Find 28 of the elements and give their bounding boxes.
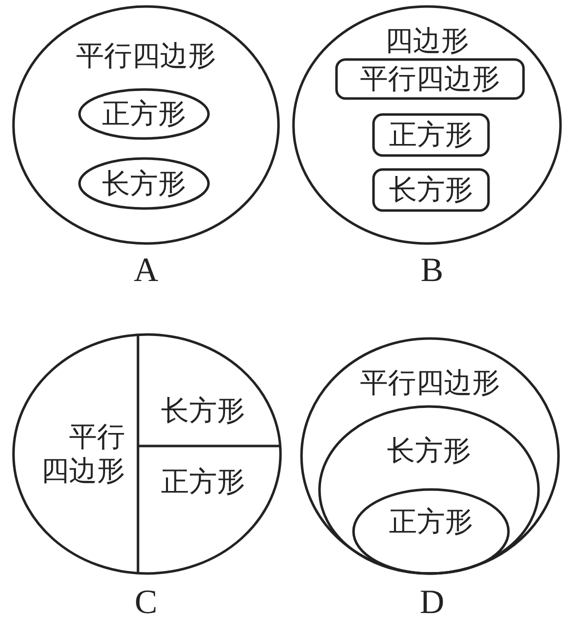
set-ellipse bbox=[318, 405, 540, 575]
set-label: 长方形 bbox=[102, 168, 186, 200]
set-ellipse bbox=[352, 488, 510, 575]
set-label: 平行四边形 bbox=[360, 367, 500, 399]
set-label: 正方形 bbox=[102, 98, 186, 130]
rounded-box bbox=[372, 113, 490, 157]
set-label: 正方形 bbox=[389, 119, 473, 151]
set-ellipse bbox=[78, 157, 210, 210]
set-label: 正方形 bbox=[389, 506, 473, 538]
set-ellipse bbox=[292, 5, 562, 245]
set-ellipse bbox=[300, 337, 560, 575]
set-label: 四边形 bbox=[385, 25, 469, 57]
set-label: 长方形 bbox=[389, 174, 473, 206]
rounded-box bbox=[372, 168, 490, 212]
rounded-box bbox=[335, 58, 525, 100]
option-letter: C bbox=[134, 584, 158, 622]
set-ellipse bbox=[12, 5, 280, 245]
set-ellipse bbox=[78, 88, 210, 140]
set-label: 正方形 bbox=[161, 466, 245, 498]
option-letter: D bbox=[420, 584, 444, 622]
set-label: 长方形 bbox=[387, 435, 471, 467]
option-letter: A bbox=[134, 252, 158, 290]
option-letter: B bbox=[420, 252, 444, 290]
set-label: 长方形 bbox=[161, 395, 245, 427]
set-label: 平行四边形 bbox=[41, 420, 126, 488]
set-label: 平行四边形 bbox=[360, 63, 500, 95]
set-label: 平行四边形 bbox=[76, 40, 216, 72]
set-ellipse bbox=[12, 333, 282, 575]
